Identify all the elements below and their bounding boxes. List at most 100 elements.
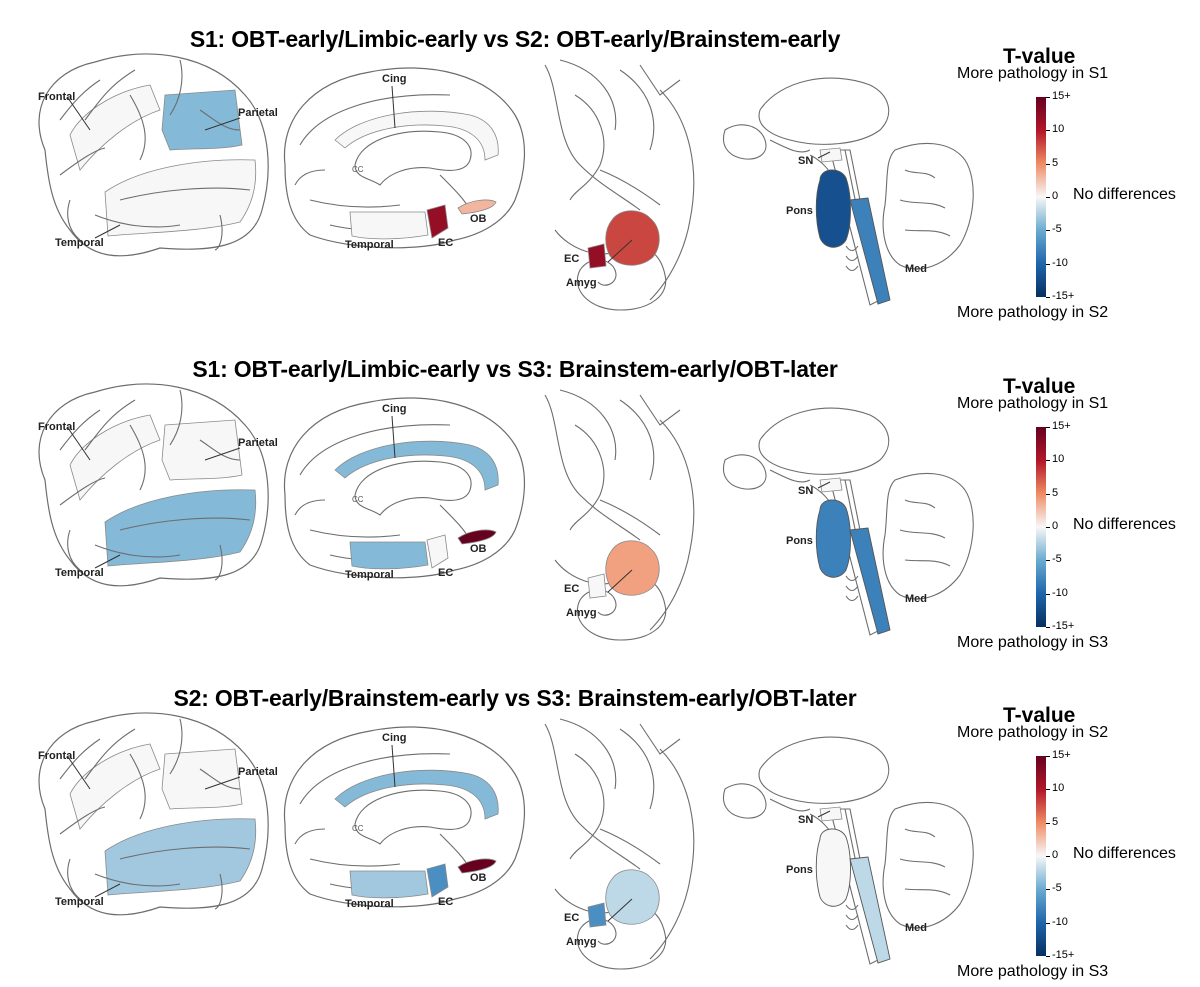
olfactory-bulb-region xyxy=(457,529,497,545)
colorbar-tick-mark xyxy=(1046,97,1050,98)
coronal-slice-view: EC Amyg xyxy=(544,718,695,970)
substantia-nigra-region xyxy=(819,477,843,493)
legend-title: T-value xyxy=(1003,45,1076,68)
colorbar-tick-label: 5 xyxy=(1052,816,1059,828)
sn-leader-line xyxy=(817,151,831,159)
colorbar-tick-label: 15+ xyxy=(1052,749,1071,761)
amyg-leader-line xyxy=(607,239,633,263)
ec-label: EC xyxy=(438,896,453,908)
cing-leader-line xyxy=(391,85,396,129)
sn-label: SN xyxy=(798,155,813,167)
parietal-leader-line xyxy=(204,117,241,131)
medial-temporal-region xyxy=(349,211,429,240)
brain-figure: FrontalParietalTemporalCingCCOBECTempora… xyxy=(38,712,974,970)
medial-temporal-region xyxy=(349,541,429,570)
cingulate-region xyxy=(334,769,499,820)
colorbar-tick-mark xyxy=(1046,594,1050,595)
colorbar-tick-label: -10 xyxy=(1052,257,1068,269)
colorbar-tick-mark xyxy=(1046,230,1050,231)
parietal-label: Parietal xyxy=(238,766,278,778)
olfactory-bulb-region xyxy=(457,199,497,215)
colorbar xyxy=(1036,756,1046,956)
colorbar-tick-label: 10 xyxy=(1052,782,1065,794)
amyg-label: Amyg xyxy=(566,936,597,948)
frontal-leader-line xyxy=(67,756,91,790)
legend-middle-label: No differences xyxy=(1073,516,1176,533)
colorbar-tick-mark xyxy=(1046,889,1050,890)
colorbar-tick-mark xyxy=(1046,756,1050,757)
sn-label: SN xyxy=(798,485,813,497)
legend-middle-label: No differences xyxy=(1073,845,1176,862)
colorbar-tick-label: -10 xyxy=(1052,916,1068,928)
colorbar-tick-mark xyxy=(1046,427,1050,428)
coronal-ec-label: EC xyxy=(564,912,579,924)
pons-region xyxy=(815,499,851,578)
frontal-region xyxy=(69,414,161,501)
colorbar-tick-mark xyxy=(1046,627,1050,628)
colorbar-tick-label: -10 xyxy=(1052,587,1068,599)
ec-label: EC xyxy=(438,567,453,579)
frontal-region xyxy=(69,84,161,171)
colorbar-tick-mark xyxy=(1046,527,1050,528)
ec-label: EC xyxy=(438,237,453,249)
temporal-label: Temporal xyxy=(55,567,104,579)
temporal-label: Temporal xyxy=(55,237,104,249)
med-label: Med xyxy=(905,922,927,934)
legend-bottom-label: More pathology in S3 xyxy=(957,963,1109,980)
colorbar-tick-mark xyxy=(1046,264,1050,265)
colorbar-tick-label: 0 xyxy=(1052,190,1059,202)
colorbar-tick-label: 5 xyxy=(1052,487,1059,499)
frontal-label: Frontal xyxy=(38,750,75,762)
cc-label: CC xyxy=(352,165,364,174)
coronal-ec-region xyxy=(587,573,607,599)
brain-figure: FrontalParietalTemporalCingCCOBECTempora… xyxy=(38,383,974,641)
entorhinal-cortex-region xyxy=(426,204,449,239)
frontal-label: Frontal xyxy=(38,421,75,433)
legend-top-label: More pathology in S2 xyxy=(957,724,1109,741)
colorbar-tick-mark xyxy=(1046,197,1050,198)
med-label: Med xyxy=(905,263,927,275)
olfactory-bulb-region xyxy=(457,858,497,874)
colorbar-tick-label: 5 xyxy=(1052,157,1059,169)
parietal-leader-line xyxy=(204,776,241,790)
cing-label: Cing xyxy=(382,403,406,415)
entorhinal-cortex-region xyxy=(426,534,449,569)
legend-title: T-value xyxy=(1003,375,1076,398)
medial-temporal-label: Temporal xyxy=(345,239,394,251)
ob-label: OB xyxy=(470,872,487,884)
colorbar-tick-label: -5 xyxy=(1052,553,1062,565)
comparison-panel-3: S2: OBT-early/Brainstem-early vs S3: Bra… xyxy=(0,659,1200,987)
medial-brain-outline xyxy=(283,397,525,579)
comparison-panel-1: S1: OBT-early/Limbic-early vs S2: OBT-ea… xyxy=(0,0,1200,328)
frontal-label: Frontal xyxy=(38,91,75,103)
colorbar-tick-label: 15+ xyxy=(1052,420,1071,432)
pons-label: Pons xyxy=(786,205,813,217)
temporal-leader-line xyxy=(94,554,121,569)
cing-label: Cing xyxy=(382,73,406,85)
amyg-label: Amyg xyxy=(566,607,597,619)
temporal-leader-line xyxy=(94,224,121,239)
cc-label: CC xyxy=(352,824,364,833)
amyg-label: Amyg xyxy=(566,277,597,289)
frontal-region xyxy=(69,743,161,830)
colorbar-tick-mark xyxy=(1046,130,1050,131)
cing-label: Cing xyxy=(382,732,406,744)
medial-temporal-label: Temporal xyxy=(345,569,394,581)
legend-top-label: More pathology in S1 xyxy=(957,395,1109,412)
parietal-region xyxy=(161,748,243,810)
pons-region xyxy=(815,828,851,907)
medulla-region xyxy=(849,527,891,635)
medial-temporal-region xyxy=(349,870,429,899)
panel-title: S1: OBT-early/Limbic-early vs S3: Brains… xyxy=(192,356,838,382)
colorbar-tick-label: 0 xyxy=(1052,849,1059,861)
medial-temporal-label: Temporal xyxy=(345,898,394,910)
pons-region xyxy=(815,169,851,248)
cing-leader-line xyxy=(391,744,396,788)
colorbar-tick-mark xyxy=(1046,494,1050,495)
temporal-region xyxy=(104,818,257,896)
colorbar-tick-mark xyxy=(1046,460,1050,461)
